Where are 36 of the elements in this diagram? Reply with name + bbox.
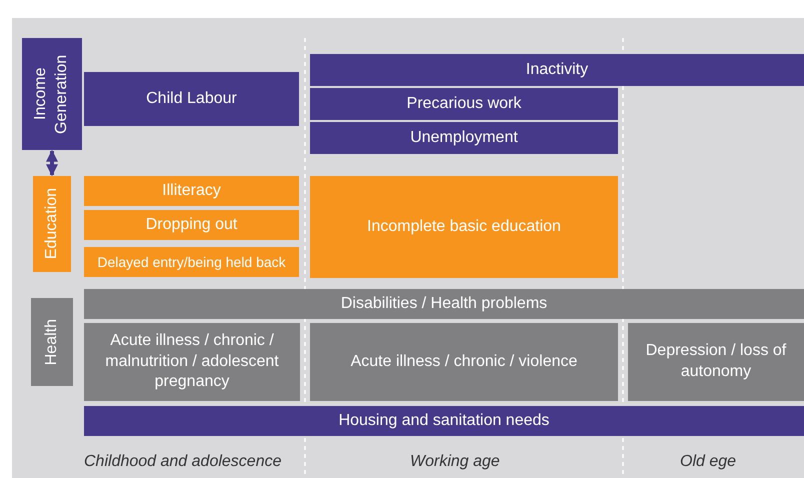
- category-label: Health: [42, 318, 61, 366]
- factor-label: Acute illness / chronic / malnutrition / adolescent pregnancy: [104, 330, 280, 392]
- factor-label: Dropping out: [146, 214, 238, 235]
- factor-box: [84, 72, 299, 126]
- factor-label: Disabilities / Health problems: [340, 294, 548, 314]
- factor-label: Precarious work: [406, 94, 522, 114]
- factor-label: Child Labour: [146, 88, 237, 109]
- column-label: Working age: [410, 453, 500, 471]
- factor-box: [84, 289, 804, 319]
- factor-box: [310, 54, 804, 86]
- factor-label: Unemployment: [410, 128, 518, 148]
- column-label: Childhood and adolescence: [84, 453, 282, 471]
- factor-label: Depression / loss of autonomy: [644, 341, 788, 382]
- factor-label: Inactivity: [526, 60, 588, 80]
- double-arrow: [46, 150, 58, 176]
- factor-box: [84, 406, 804, 436]
- factor-box: [310, 122, 618, 154]
- factor-label: Incomplete basic education: [367, 216, 561, 237]
- factor-label: Housing and sanitation needs: [338, 410, 550, 431]
- category-box: [31, 298, 73, 386]
- factor-label: Delayed entry/being held back: [97, 252, 286, 272]
- category-label: Income Generation: [31, 53, 71, 136]
- factor-box: [310, 323, 618, 401]
- factor-label: Illiteracy: [162, 180, 221, 201]
- category-box: [33, 176, 71, 272]
- factor-label: Acute illness / chronic / violence: [350, 352, 578, 372]
- category-label: Education: [42, 188, 61, 260]
- factor-box: [310, 88, 618, 120]
- factor-box: [310, 176, 618, 278]
- factor-box: [84, 176, 299, 206]
- factor-box: [84, 247, 299, 277]
- category-box: [22, 38, 82, 150]
- column-label: Old ege: [680, 453, 736, 471]
- factor-box: [84, 210, 299, 240]
- factor-box: [628, 323, 804, 401]
- factor-box: [84, 323, 300, 401]
